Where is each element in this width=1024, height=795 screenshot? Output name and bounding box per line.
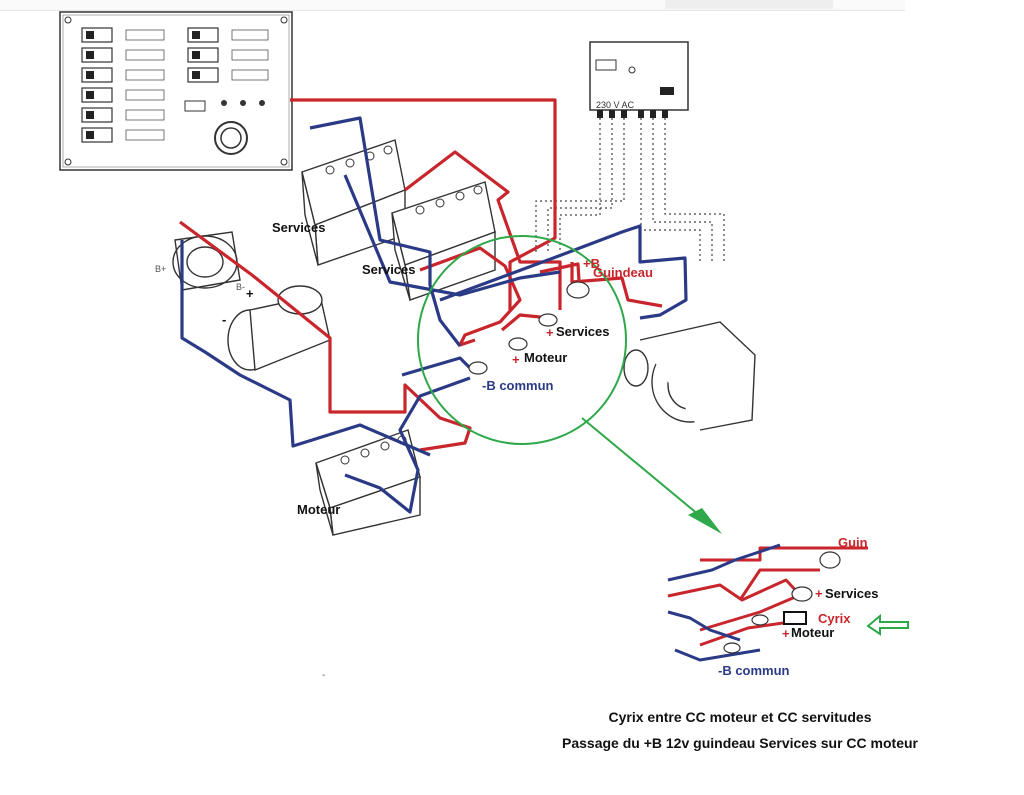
panel-switch bbox=[187, 27, 269, 43]
moteur-plus-sign: + bbox=[512, 352, 520, 367]
label-services-2: Services bbox=[362, 262, 416, 277]
starter-minus-sign: - bbox=[222, 312, 226, 327]
label-services-plus: Services bbox=[556, 324, 610, 339]
panel-switch bbox=[81, 127, 165, 143]
blue-wires bbox=[180, 116, 688, 514]
starter-motor bbox=[227, 285, 331, 372]
charger-230v-label: 230 V AC bbox=[596, 100, 635, 110]
inset-view bbox=[667, 534, 909, 676]
caption-line-2: Passage du +B 12v guindeau Services sur … bbox=[562, 735, 918, 751]
inset-moteur-plus-sign: + bbox=[782, 626, 790, 641]
inset-label-guindeau: Guin bbox=[838, 535, 868, 550]
label-b-commun: -B commun bbox=[482, 378, 554, 393]
panel-switch bbox=[81, 27, 165, 43]
red-wires bbox=[179, 98, 663, 452]
label-services-1: Services bbox=[272, 220, 326, 235]
inset-label-cyrix: Cyrix bbox=[818, 611, 851, 626]
inset-green-arrow bbox=[866, 613, 909, 636]
top-strip-button[interactable] bbox=[665, 0, 833, 9]
label-moteur-plus: Moteur bbox=[524, 350, 567, 365]
panel-switch bbox=[81, 47, 165, 63]
panel-switch bbox=[81, 87, 165, 103]
label-plus-b: +B bbox=[583, 256, 600, 271]
highlight-arrow-line bbox=[581, 417, 706, 521]
starter-plus-sign: + bbox=[246, 286, 254, 301]
panel-switch bbox=[81, 107, 165, 123]
highlight-circle bbox=[417, 235, 627, 445]
label-moteur-battery: Moteur bbox=[297, 502, 340, 517]
stray-dash: - bbox=[322, 670, 325, 681]
panel-switch bbox=[187, 67, 269, 83]
cyrix-relay-box bbox=[783, 611, 807, 625]
alt-bplus-label: B+ bbox=[155, 264, 166, 274]
switch-panel bbox=[59, 11, 293, 171]
battery-moteur bbox=[315, 429, 421, 536]
alt-bminus-label: B- bbox=[236, 282, 245, 292]
panel-switch bbox=[81, 67, 165, 83]
services-plus-sign: + bbox=[546, 325, 554, 340]
inset-label-services: Services bbox=[825, 586, 879, 601]
charger-box: 230 V AC bbox=[535, 41, 725, 262]
battery-services-1 bbox=[301, 139, 406, 266]
caption-line-1: Cyrix entre CC moteur et CC servitudes bbox=[608, 709, 872, 725]
inset-services-plus-sign: + bbox=[815, 586, 823, 601]
inset-label-moteur: Moteur bbox=[791, 625, 834, 640]
battery-services-2 bbox=[391, 181, 496, 301]
alternator bbox=[172, 231, 241, 291]
panel-switch bbox=[187, 47, 269, 63]
browser-top-strip bbox=[0, 0, 905, 11]
windlass-motor bbox=[623, 321, 756, 431]
label-guindeau: Guindeau bbox=[593, 265, 653, 280]
inset-label-b-commun: -B commun bbox=[718, 663, 790, 678]
terminal-studs bbox=[468, 281, 590, 375]
highlight-arrow-head bbox=[688, 508, 722, 534]
